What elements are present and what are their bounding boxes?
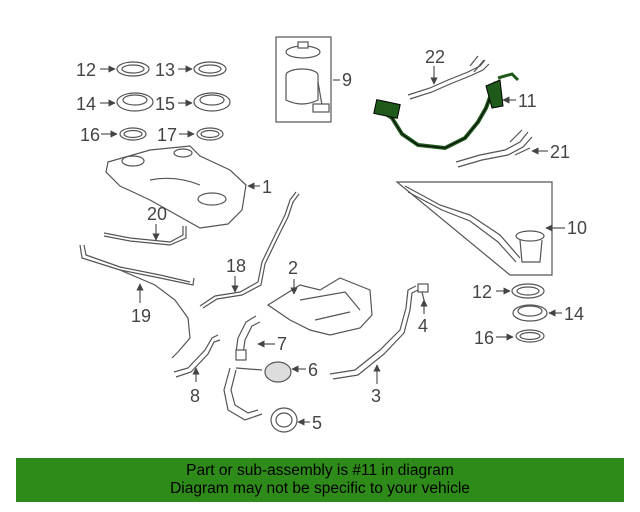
- callout-16-top: 16: [80, 125, 100, 145]
- heat-shield-2: [266, 277, 373, 336]
- callout-14-right: 14: [564, 304, 584, 324]
- callout-20: 20: [147, 204, 167, 224]
- callout-16-right: 16: [474, 328, 494, 348]
- fuel-line-19: [79, 244, 195, 359]
- callout-12-right: 12: [472, 282, 492, 302]
- seal-ring-14-top: [116, 92, 154, 112]
- hose-22: [407, 55, 490, 100]
- callout-17: 17: [157, 125, 177, 145]
- info-banner: Part or sub-assembly is #11 in diagram D…: [16, 458, 624, 502]
- hose-8: [173, 334, 221, 378]
- o-ring-16-top: [119, 127, 147, 141]
- callout-10: 10: [567, 218, 587, 238]
- banner-line-1: Part or sub-assembly is #11 in diagram: [186, 462, 454, 479]
- callout-11: 11: [518, 91, 537, 111]
- fuel-pump-module: [275, 36, 332, 123]
- callout-4: 4: [418, 316, 428, 336]
- callout-7: 7: [277, 334, 287, 354]
- callout-2: 2: [288, 258, 298, 278]
- callout-8: 8: [190, 386, 200, 406]
- o-ring-17: [196, 127, 224, 141]
- fuel-tank: [105, 145, 247, 229]
- clip-4: [417, 283, 429, 301]
- banner-line-2: Diagram may not be specific to your vehi…: [170, 480, 470, 497]
- seal-ring-12-top: [116, 61, 150, 77]
- o-ring-16-right: [515, 329, 545, 343]
- filler-neck-6: [223, 361, 292, 421]
- callout-22: 22: [425, 47, 445, 67]
- callout-15: 15: [155, 94, 175, 114]
- callout-1: 1: [262, 177, 272, 197]
- fuel-hose-assembly-11[interactable]: [373, 72, 520, 151]
- callout-5: 5: [312, 413, 322, 433]
- callout-12-top: 12: [76, 60, 96, 80]
- seal-ring-15: [193, 92, 231, 112]
- callout-13: 13: [155, 60, 175, 80]
- hose-21: [455, 129, 533, 168]
- seal-ring-13: [193, 61, 227, 77]
- fuel-line-18: [199, 191, 300, 309]
- parts-diagram: 12 13 14 15 16 17 9 1: [76, 36, 587, 433]
- callout-9: 9: [342, 70, 352, 90]
- callout-14-top: 14: [76, 94, 96, 114]
- callout-3: 3: [371, 386, 381, 406]
- fuel-cap-5: [270, 407, 298, 433]
- hose-7: [235, 315, 261, 361]
- callout-21: 21: [550, 142, 570, 162]
- seal-ring-14-right: [512, 304, 548, 322]
- callout-18: 18: [226, 256, 246, 276]
- fuel-sender-box-10: [395, 181, 553, 276]
- callout-19: 19: [131, 306, 151, 326]
- seal-ring-12-right: [511, 283, 545, 299]
- fuel-line-3: [329, 285, 419, 380]
- vent-line-20: [103, 226, 187, 246]
- callout-6: 6: [308, 360, 318, 380]
